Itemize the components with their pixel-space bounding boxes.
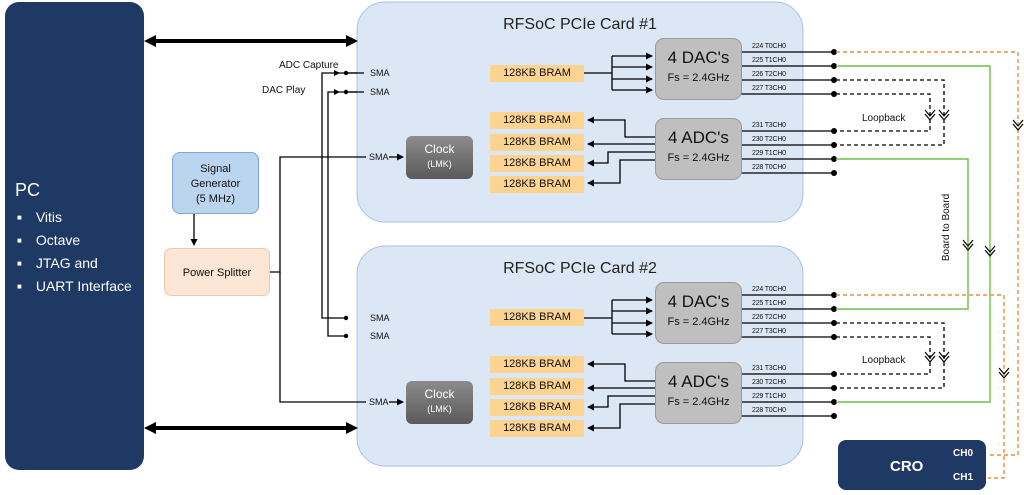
dac-block: 4 DAC's Fs = 2.4GHz [655, 282, 742, 344]
signal-generator-line1: Signal [200, 163, 231, 175]
dac-sample-rate: Fs = 2.4GHz [667, 316, 730, 328]
channel-label: 225 T1CH0 [752, 300, 786, 307]
channel-label: 227 T3CH0 [752, 85, 786, 92]
signal-generator-line2: Generator [190, 178, 241, 190]
adc-capture-label: ADC Capture [279, 60, 339, 71]
bram-block: 128KB BRAM [490, 356, 584, 373]
cro-ch1-label: CH1 [953, 472, 974, 483]
cro-title: CRO [890, 458, 924, 475]
sma-connector: SMA [370, 87, 390, 97]
pc-card1-arrow-right [346, 35, 358, 47]
pc-title: PC [15, 180, 41, 200]
cro-block: CRO CH0 CH1 [838, 440, 986, 490]
dac-title: 4 DAC's [667, 292, 730, 311]
pc-block: PC Vitis Octave JTAG and UART Interface [5, 2, 144, 470]
channel-label: 224 T0CH0 [752, 43, 786, 50]
card2-channel-lines [741, 294, 832, 417]
splitter-clock-wiring [270, 153, 404, 406]
clock-subtitle: (LMK) [427, 404, 452, 414]
channel-port-dots [831, 49, 837, 419]
pc-item: JTAG and [17, 253, 132, 276]
clock-title: Clock [424, 142, 455, 156]
channel-label: 228 T0CH0 [752, 164, 786, 171]
loopback-label: Loopback [862, 113, 906, 124]
card2-bram-dac-wiring [584, 296, 653, 338]
adc-title: 4 ADC's [668, 372, 729, 391]
cro-link-chevrons [998, 119, 1024, 379]
dac-block: 4 DAC's Fs = 2.4GHz [655, 38, 742, 100]
channel-label: 229 T1CH0 [752, 393, 786, 400]
pc-feature-list: Vitis Octave JTAG and UART Interface [17, 207, 132, 299]
channel-label: 231 T3CH0 [752, 122, 786, 129]
channel-label: 231 T3CH0 [752, 365, 786, 372]
bram-block: 128KB BRAM [490, 112, 584, 129]
cro-links [836, 51, 1019, 479]
pc-card2-arrow-left [144, 422, 156, 434]
sma-connector: SMA [369, 397, 389, 407]
card1-adc-bram-wiring [587, 116, 655, 187]
adc-block: 4 ADC's Fs = 2.4GHz [655, 362, 742, 424]
dac-title: 4 DAC's [667, 48, 730, 67]
sma-connector: SMA [370, 68, 390, 78]
pc-item: UART Interface [17, 276, 132, 299]
clock-subtitle: (LMK) [427, 159, 452, 169]
channel-label: 226 T2CH0 [752, 314, 786, 321]
loopback-label: Loopback [862, 355, 906, 366]
card1-channel-lines [741, 51, 832, 174]
channel-label: 229 T1CH0 [752, 150, 786, 157]
channel-label: 230 T2CH0 [752, 136, 786, 143]
card-1-title: RFSoC PCIe Card #1 [503, 16, 657, 33]
bram-block: 128KB BRAM [490, 155, 584, 172]
sma-connector: SMA [369, 152, 389, 162]
loopback-card1 [836, 79, 945, 146]
channel-label: 226 T2CH0 [752, 71, 786, 78]
card2-adc-bram-wiring [587, 360, 655, 432]
bram-block: 128KB BRAM [490, 134, 584, 151]
board-to-board-chevrons [962, 239, 996, 257]
board-to-board-links [836, 65, 991, 403]
channel-label: 228 T0CH0 [752, 407, 786, 414]
card1-bram-dac-wiring [584, 52, 653, 94]
adc-sample-rate: Fs = 2.4GHz [667, 152, 730, 164]
pc-card1-arrow-left [144, 35, 156, 47]
clock-block: Clock (LMK) [406, 381, 473, 424]
pc-item: Octave [17, 230, 132, 253]
signal-generator-line3: (5 MHz) [195, 193, 236, 205]
bram-block: 128KB BRAM [490, 378, 584, 395]
bram-block: 128KB BRAM [490, 309, 584, 326]
bram-block: 128KB BRAM [490, 176, 584, 193]
clock-title: Clock [424, 387, 455, 401]
bram-block: 128KB BRAM [490, 420, 584, 437]
loopback-chevrons [924, 109, 950, 363]
dac-sample-rate: Fs = 2.4GHz [667, 72, 730, 84]
loopback-card2 [836, 322, 945, 389]
channel-label: 227 T3CH0 [752, 328, 786, 335]
bram-block: 128KB BRAM [490, 65, 584, 82]
sma-connector: SMA [370, 331, 390, 341]
bram-block: 128KB BRAM [490, 399, 584, 416]
sma-connector: SMA [370, 313, 390, 323]
adc-sample-rate: Fs = 2.4GHz [667, 396, 730, 408]
signal-generator: Signal Generator (5 MHz) [172, 152, 259, 214]
clock-block: Clock (LMK) [406, 136, 473, 179]
adc-block: 4 ADC's Fs = 2.4GHz [655, 118, 742, 180]
channel-label: 225 T1CH0 [752, 57, 786, 64]
card-2-title: RFSoC PCIe Card #2 [503, 260, 657, 277]
cro-ch0-label: CH0 [953, 448, 974, 459]
channel-label: 224 T0CH0 [752, 286, 786, 293]
trigger-dots [334, 70, 349, 339]
pc-card2-arrow-right [346, 422, 358, 434]
power-splitter: Power Splitter [164, 248, 270, 296]
channel-label: 230 T2CH0 [752, 379, 786, 386]
pc-item: Vitis [17, 207, 132, 230]
dac-play-label: DAC Play [262, 85, 306, 96]
adc-title: 4 ADC's [668, 128, 729, 147]
board-to-board-label: Board to Board [941, 193, 953, 262]
